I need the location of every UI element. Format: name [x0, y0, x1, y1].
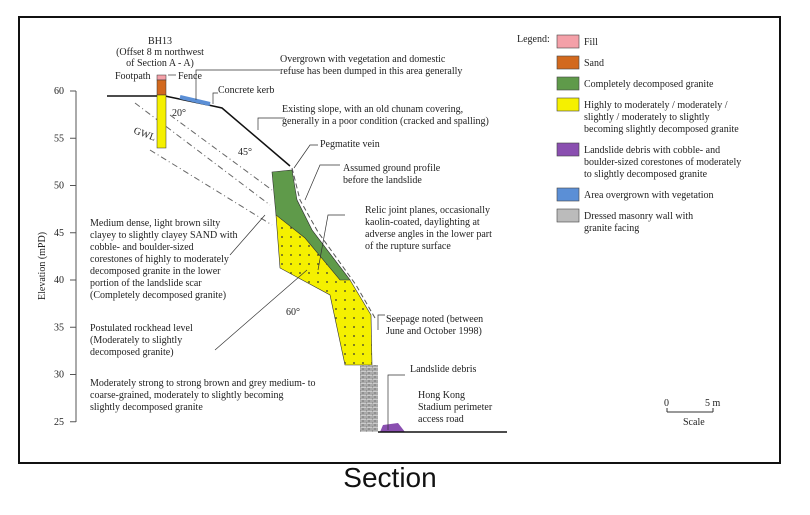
legend-swatch: [556, 34, 580, 49]
legend-title: Legend:: [517, 34, 550, 45]
legend-item-label: Fill: [584, 37, 598, 48]
granite-line: slightly decomposed granite: [90, 402, 203, 413]
caption: Section: [343, 462, 437, 493]
ground-profile: [107, 95, 291, 167]
legend-swatch: [556, 142, 580, 157]
relic-joint-lines: [134, 102, 273, 226]
relic-line: kaolin-coated, daylighting at: [365, 217, 480, 228]
legend-item-label: Area overgrown with vegetation: [584, 190, 714, 201]
sand-line: clayey to slightly clayey SAND with: [90, 230, 237, 241]
rockhead-line: decomposed granite): [90, 347, 174, 358]
frame: [18, 16, 781, 464]
sand-line: corestones of highly to moderately: [90, 254, 229, 265]
seepage-line: Seepage noted (between: [386, 314, 483, 325]
road-line: access road: [418, 414, 464, 425]
assumed-label: before the landslide: [343, 175, 422, 186]
relic-line: adverse angles in the lower part: [365, 229, 492, 240]
angle-20: 20°: [172, 108, 186, 119]
debris-label: Landslide debris: [410, 364, 476, 375]
fence-label: Fence: [178, 71, 202, 82]
sand-line: (Completely decomposed granite): [90, 290, 226, 301]
relic-label: Relic joint planes, occasionallykaolin-c…: [365, 205, 492, 252]
borehole-granite: [156, 94, 167, 149]
legend-swatch: [556, 208, 580, 223]
y-tick-label: 60: [54, 86, 64, 97]
scale-five: 5 m: [705, 398, 721, 409]
relic-line: of the rupture surface: [365, 241, 451, 252]
angle-60: 60°: [286, 307, 300, 318]
borehole-note: (Offset 8 m northwest: [116, 47, 204, 58]
overgrown-label: Overgrown with vegetation and domestic: [280, 54, 446, 65]
legend-item-label: Sand: [584, 58, 604, 69]
assumed-profile: [291, 167, 376, 319]
y-tick-label: 50: [54, 181, 64, 192]
sand-line: portion of the landslide scar: [90, 278, 202, 289]
legend-swatch: [556, 97, 580, 112]
legend-item-label: Completely decomposed granite: [584, 79, 714, 90]
slope-label: Existing slope, with an old chunam cover…: [282, 104, 463, 115]
borehole-sand: [156, 79, 167, 96]
kerb-label: Concrete kerb: [218, 85, 274, 96]
legend-item-label: to slightly decomposed granite: [584, 169, 708, 180]
y-tick-label: 45: [54, 228, 64, 239]
legend-swatch: [556, 55, 580, 70]
road-line: Stadium perimeter: [418, 402, 493, 413]
rockhead-line: Postulated rockhead level: [90, 323, 193, 334]
relic-line: Relic joint planes, occasionally: [365, 205, 490, 216]
leader-lines: [168, 69, 405, 430]
legend-item-label: slightly / moderately to slightly: [584, 112, 710, 123]
borehole-note: of Section A - A): [126, 58, 194, 69]
granite-line: Moderately strong to strong brown and gr…: [90, 378, 316, 389]
scale-label: Scale: [683, 417, 705, 428]
sand-line: Medium dense, light brown silty: [90, 218, 220, 229]
road-line: Hong Kong: [418, 390, 465, 401]
legend-item-label: Landslide debris with cobble- and: [584, 145, 720, 156]
cdg-green-layer: [271, 169, 351, 281]
granite-label: Moderately strong to strong brown and gr…: [90, 378, 316, 413]
legend-item-label: Dressed masonry wall with: [584, 211, 693, 222]
y-tick-label: 55: [54, 133, 64, 144]
y-tick-label: 30: [54, 370, 64, 381]
granite-line: coarse-grained, moderately to slightly b…: [90, 390, 284, 401]
borehole-name: BH13: [148, 36, 172, 47]
sand-line: cobble- and boulder-sized: [90, 242, 194, 253]
legend-item-label: boulder-sized corestones of moderately: [584, 157, 741, 168]
angle-45: 45°: [238, 147, 252, 158]
borehole-fill: [156, 74, 167, 81]
seepage-line: June and October 1998): [386, 326, 482, 337]
legend-item-label: becoming slightly decomposed granite: [584, 124, 739, 135]
landslide-debris: [380, 423, 405, 432]
assumed-label: Assumed ground profile: [343, 163, 441, 174]
y-axis: 60 55 50 45 40 35 30 25: [54, 86, 77, 428]
legend-swatch: [556, 76, 580, 91]
vegetation-area: [179, 95, 211, 106]
masonry-wall: [360, 365, 378, 432]
y-tick-label: 40: [54, 275, 64, 286]
y-tick-label: 25: [54, 417, 64, 428]
scale-bar: [666, 408, 714, 413]
slope-label: generally in a poor condition (cracked a…: [282, 116, 489, 127]
y-axis-label: Elevation (mPD): [37, 232, 48, 300]
gwl-label: GWL: [132, 125, 157, 143]
legend-item-label: Highly to moderately / moderately /: [584, 100, 728, 111]
footpath-label: Footpath: [115, 71, 151, 82]
scale-zero: 0: [664, 398, 669, 409]
rockhead-label: Postulated rockhead level(Moderately to …: [90, 323, 193, 358]
rockhead-line: (Moderately to slightly: [90, 335, 182, 346]
sand-line: decomposed granite in the lower: [90, 266, 221, 277]
y-tick-label: 35: [54, 322, 64, 333]
legend-swatch: [556, 187, 580, 202]
pegmatite-label: Pegmatite vein: [320, 139, 380, 150]
overgrown-label: refuse has been dumped in this area gene…: [280, 66, 462, 77]
legend-item-label: granite facing: [584, 223, 639, 234]
